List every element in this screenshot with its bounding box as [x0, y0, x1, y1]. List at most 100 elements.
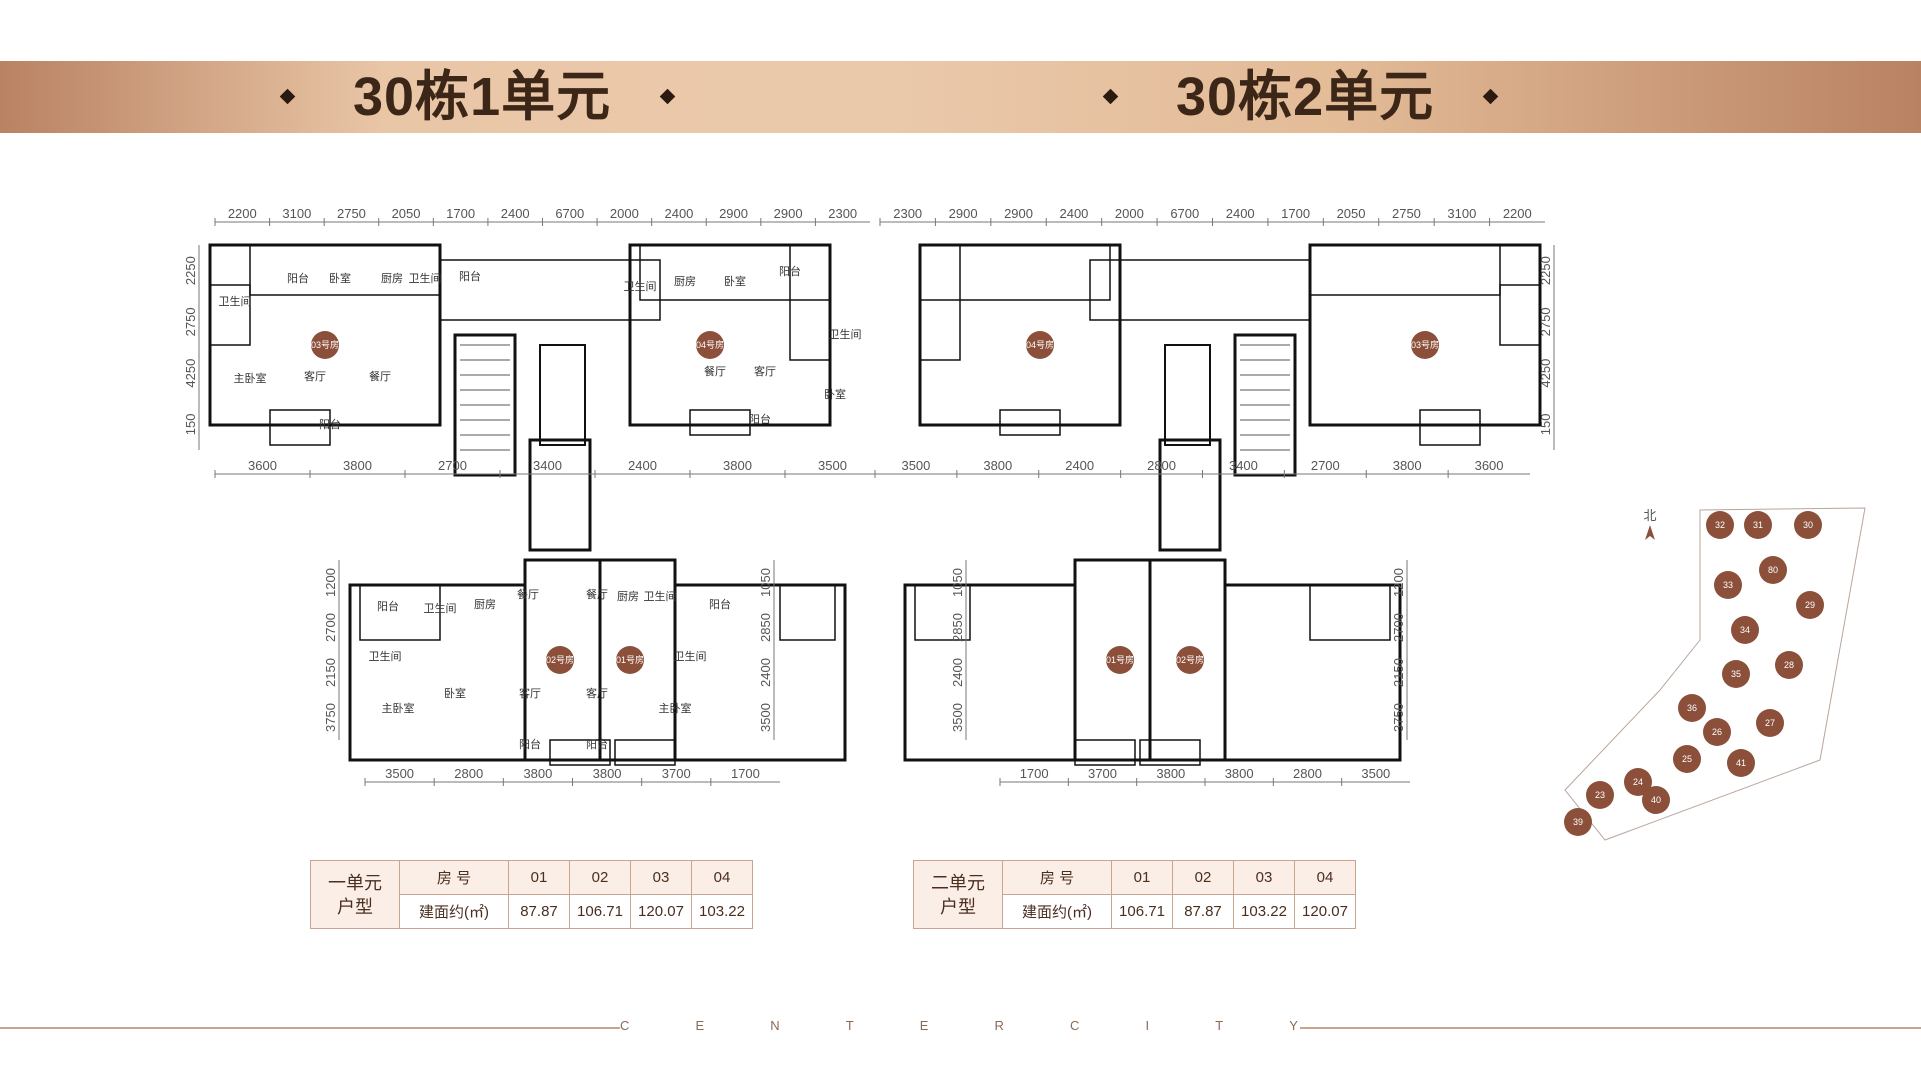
- dimension-label: 2250: [183, 256, 198, 285]
- room-label: 阳台: [709, 597, 731, 611]
- room-outline: [1309, 584, 1391, 641]
- balcony-outline: [269, 409, 331, 446]
- room-number-badge-label: 36: [1687, 703, 1697, 713]
- room-label: 阳台: [779, 264, 801, 278]
- room-outline: [914, 584, 971, 641]
- north-arrow-icon: [1645, 525, 1655, 540]
- table-header-label: 房 号: [399, 860, 509, 895]
- room-number-badge-label: 24: [1633, 777, 1643, 787]
- dimension-label: 2400: [1065, 458, 1094, 473]
- dimension-label: 3700: [662, 766, 691, 781]
- room-number: 02: [569, 860, 631, 895]
- room-label: 餐厅: [704, 364, 726, 378]
- footer-letter: C: [620, 1018, 632, 1033]
- stair-outline: [453, 333, 517, 477]
- dimension-label: 2200: [228, 206, 257, 221]
- balcony-outline: [999, 409, 1061, 436]
- footer-letter: T: [1215, 1018, 1226, 1033]
- room-number-badge-label: 31: [1753, 520, 1763, 530]
- room-outline: [359, 584, 441, 641]
- dimension-label: 2750: [183, 307, 198, 336]
- dimension-label: 2700: [1391, 613, 1406, 642]
- table-label: 二单元户型: [913, 860, 1003, 929]
- room-number-badge: [1775, 651, 1803, 679]
- room-label: 厨房: [381, 272, 403, 285]
- dimension-label: 6700: [1170, 206, 1199, 221]
- room-number-badge-label: 02号房: [1176, 654, 1204, 665]
- room-number: 04: [1294, 860, 1356, 895]
- room-outline: [919, 299, 961, 361]
- dimension-label: 2400: [1059, 206, 1088, 221]
- dimension-label: 4250: [183, 359, 198, 388]
- room-label: 卧室: [824, 387, 846, 401]
- room-label: 厨房: [617, 590, 639, 603]
- dimension-label: 2800: [1147, 458, 1176, 473]
- dimension-label: 2750: [337, 206, 366, 221]
- room-number-badge: [1727, 749, 1755, 777]
- dimension-label: 2850: [950, 613, 965, 642]
- apartment-outline: [903, 583, 1077, 762]
- dimension-label: 2700: [1311, 458, 1340, 473]
- dimension-label: 3500: [385, 766, 414, 781]
- room-outline: [789, 299, 831, 361]
- dimension-label: 2800: [454, 766, 483, 781]
- dimension-label: 3500: [818, 458, 847, 473]
- room-label: 阳台: [586, 737, 608, 751]
- room-number-badge: [1744, 511, 1772, 539]
- dimension-label: 6700: [555, 206, 584, 221]
- dimension-label: 2250: [1538, 256, 1553, 285]
- room-number-badge: [546, 646, 574, 674]
- dimension-label: 2900: [719, 206, 748, 221]
- dimension-label: 3500: [901, 458, 930, 473]
- room-number-badge-label: 41: [1736, 758, 1746, 768]
- room-label: 客厅: [304, 369, 326, 383]
- dimension-label: 2750: [1538, 307, 1553, 336]
- dimension-label: 1700: [731, 766, 760, 781]
- room-number-badge: [1796, 591, 1824, 619]
- dimension-label: 3800: [1225, 766, 1254, 781]
- dimension-label: 3100: [1447, 206, 1476, 221]
- dimension-label: 150: [183, 414, 198, 436]
- room-number: 04: [691, 860, 753, 895]
- area-value: 120.07: [630, 894, 692, 929]
- dimension-label: 2400: [664, 206, 693, 221]
- room-number: 03: [1233, 860, 1295, 895]
- table-header-label: 房 号: [1002, 860, 1112, 895]
- room-number: 01: [508, 860, 570, 895]
- footer-letter: C: [1070, 1018, 1082, 1033]
- dimension-label: 2900: [774, 206, 803, 221]
- room-number-badge: [1026, 331, 1054, 359]
- dimension-label: 4250: [1538, 359, 1553, 388]
- room-number-badge-label: 23: [1595, 790, 1605, 800]
- room-number-badge-label: 03号房: [311, 339, 339, 350]
- unit2-title: 30栋2单元: [1176, 67, 1435, 127]
- room-number-badge: [1411, 331, 1439, 359]
- room-number-badge: [1731, 616, 1759, 644]
- dimension-label: 3800: [343, 458, 372, 473]
- dimension-label: 2150: [323, 658, 338, 687]
- room-number-badge: [616, 646, 644, 674]
- room-number-badge-label: 33: [1723, 580, 1733, 590]
- unit2-area-table: 二单元户型 房 号 01 02 03 04 建面约(㎡) 106.71 87.8…: [913, 860, 1356, 929]
- area-value: 87.87: [508, 894, 570, 929]
- room-label: 餐厅: [517, 587, 539, 601]
- dimension-label: 1200: [323, 568, 338, 597]
- room-label: 餐厅: [586, 587, 608, 601]
- room-number-badge-label: 03号房: [1411, 339, 1439, 350]
- room-number-badge-label: 34: [1740, 625, 1750, 635]
- core-corridor: [528, 438, 592, 552]
- room-label: 阳台: [377, 599, 399, 613]
- room-number-badge-label: 32: [1715, 520, 1725, 530]
- dimension-label: 1050: [758, 568, 773, 597]
- corridor-outline: [439, 259, 661, 321]
- room-number-badge: [696, 331, 724, 359]
- room-outline: [209, 284, 251, 346]
- room-label: 阳台: [287, 271, 309, 285]
- footer-letter: E: [695, 1018, 707, 1033]
- room-number-badge: [1642, 786, 1670, 814]
- dimension-label: 2900: [949, 206, 978, 221]
- dimension-label: 2300: [828, 206, 857, 221]
- room-number-badge: [1624, 768, 1652, 796]
- dimension-label: 2000: [1115, 206, 1144, 221]
- corridor-outline: [1089, 259, 1311, 321]
